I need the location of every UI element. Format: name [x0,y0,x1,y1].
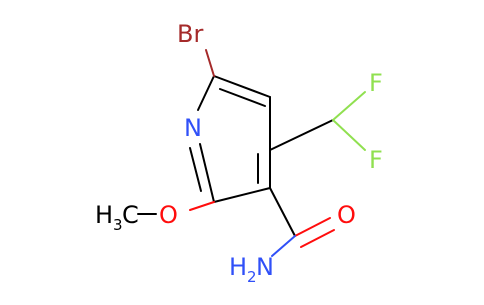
bond-c-f-bottom [332,119,366,151]
bond-c2-n [199,143,215,203]
bond-c3-c2 [213,187,271,203]
atom-f-top: F [369,69,383,97]
atom-n: N [184,114,202,142]
bond-c2-o [189,201,215,211]
amide-h: H [229,253,247,281]
bond-c6-c5 [213,75,271,98]
bond-c6-br [205,49,215,77]
bond-c6-c5-inner [219,88,266,107]
bond-c4-chf2 [269,119,334,151]
methyl-h: H [95,201,113,229]
methyl-subscript: 3 [113,216,123,234]
bond-c2-n-inner [189,147,202,192]
bond-c-nh2 [271,235,296,257]
bond-n-c6 [197,75,215,111]
atom-f-bottom: F [369,146,383,174]
bond-c-o-double-1 [294,217,331,237]
amide-n: N [256,253,274,281]
atom-o-carbonyl: O [337,201,356,229]
amide-subscript: 2 [247,268,257,286]
atom-o-methoxy: O [159,201,178,229]
atom-br: Br [177,20,203,48]
bond-c3-cco [269,187,296,237]
methyl-c: C [122,201,139,229]
bond-c-o-double-2 [300,229,335,248]
bond-c-f-top [332,91,366,121]
